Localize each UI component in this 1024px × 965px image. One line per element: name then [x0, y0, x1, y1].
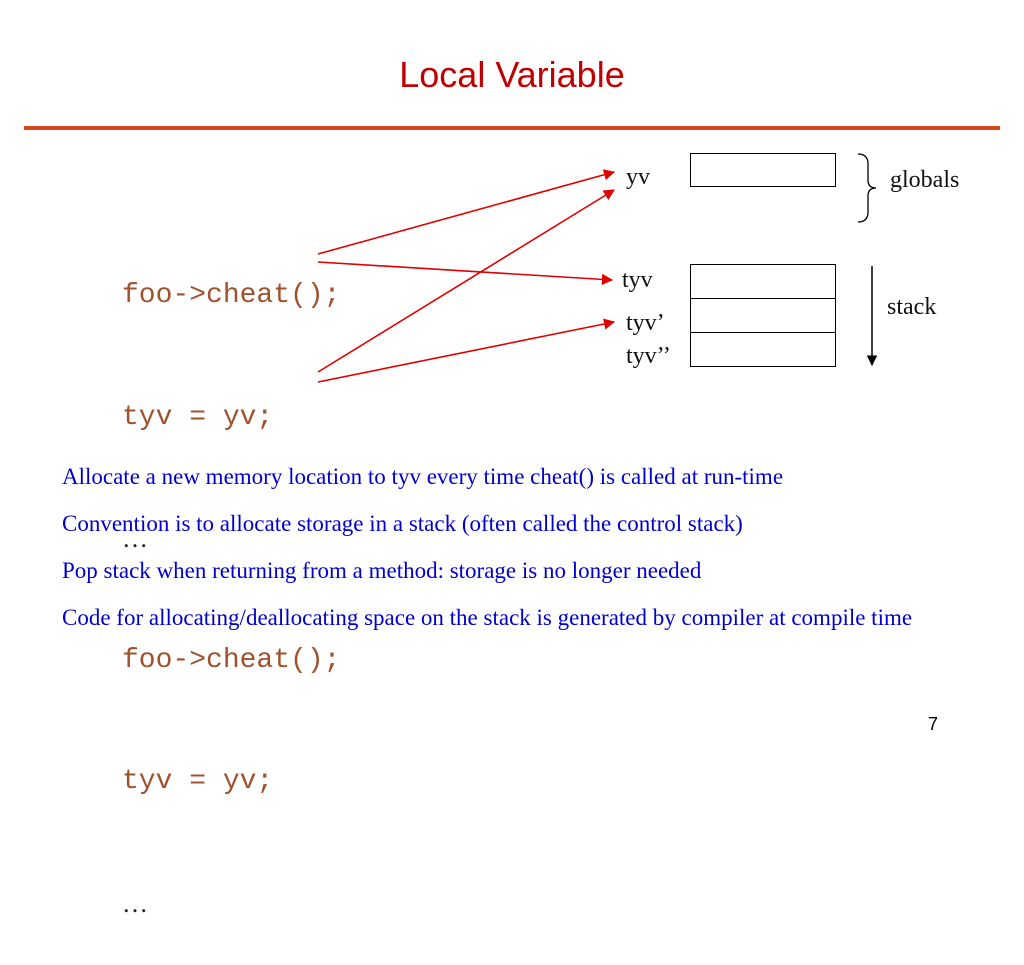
- arrow-line: [317, 189, 615, 373]
- stack-label: stack: [887, 294, 937, 320]
- tyv-prime-label: tyv’: [626, 310, 665, 336]
- global-yv-cell: [690, 153, 836, 187]
- code-ellipsis: …: [122, 888, 148, 918]
- bullet-item: Pop stack when returning from a method: …: [62, 558, 702, 583]
- slide-title: Local Variable: [399, 54, 625, 95]
- globals-brace: [857, 153, 877, 223]
- stack-cell: [690, 332, 836, 367]
- globals-label: globals: [890, 167, 960, 193]
- bullet-item: Allocate a new memory location to tyv ev…: [62, 464, 784, 489]
- arrow-line: [317, 169, 616, 255]
- code-line: tyv = yv;: [122, 766, 274, 797]
- arrow-line: [317, 261, 614, 285]
- tyv-double-prime-label: tyv’’: [626, 343, 671, 369]
- bullet-item: Convention is to allocate storage in a s…: [62, 511, 743, 536]
- bullet-item: Code for allocating/deallocating space o…: [62, 605, 913, 630]
- code-line: foo->cheat();: [122, 280, 341, 311]
- title-divider: [24, 126, 1000, 130]
- bullet-list: Allocate a new memory location to tyv ev…: [62, 460, 982, 648]
- page-number: 7: [928, 714, 939, 734]
- code-ellipsis: …: [122, 524, 148, 553]
- arrow-line: [317, 318, 616, 383]
- tyv-label: tyv: [622, 267, 653, 293]
- diagram-arrows: [317, 153, 878, 383]
- code-line: foo->cheat();: [122, 644, 341, 676]
- code-line: tyv = yv;: [122, 401, 274, 433]
- yv-label: yv: [626, 164, 650, 190]
